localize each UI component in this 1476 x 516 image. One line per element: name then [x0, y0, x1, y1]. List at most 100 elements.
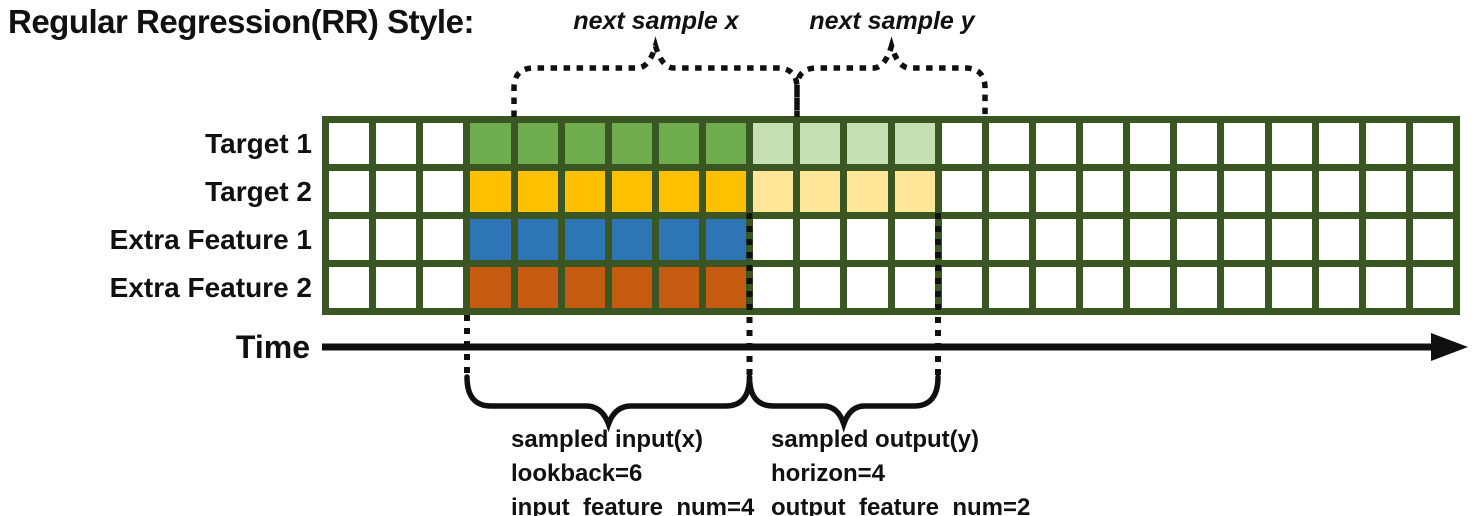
diagram-title: Regular Regression(RR) Style: — [8, 3, 474, 40]
grid-cell — [1271, 123, 1312, 164]
input-feature-num-value: input_feature_num=4 — [511, 494, 755, 516]
grid-cell — [1035, 123, 1076, 164]
sampled-output-note: sampled output(y) horizon=4 output_featu… — [771, 423, 1030, 516]
row-label: Target 2 — [205, 175, 312, 207]
grid-cell — [1271, 267, 1312, 308]
row-label: Extra Feature 1 — [109, 224, 312, 255]
grid-cell — [753, 171, 794, 212]
grid-cell — [1224, 219, 1265, 260]
grid-cell — [1035, 267, 1076, 308]
grid-cell — [1412, 123, 1453, 164]
grid-cell — [1130, 171, 1171, 212]
grid-cell — [376, 123, 417, 164]
grid-cell — [517, 219, 558, 260]
grid-cell — [847, 123, 888, 164]
grid-cell — [1177, 171, 1218, 212]
lookback-value: lookback=6 — [511, 460, 643, 487]
sampled-output-brace — [746, 374, 941, 433]
grid-cell — [1035, 171, 1076, 212]
grid-cell — [1035, 219, 1076, 260]
grid-cell — [517, 267, 558, 308]
grid-cell — [1318, 267, 1359, 308]
grid-cell — [1083, 171, 1124, 212]
grid-cell — [1177, 267, 1218, 308]
next-sample-x-label: next sample x — [573, 7, 739, 35]
grid-cell — [376, 219, 417, 260]
grid-cell — [423, 267, 464, 308]
grid-cell — [1318, 123, 1359, 164]
grid-cell — [988, 123, 1029, 164]
grid-cell — [658, 267, 699, 308]
grid-cell — [376, 171, 417, 212]
grid-cell — [1271, 219, 1312, 260]
grid-cell — [1130, 123, 1171, 164]
grid-cell — [847, 171, 888, 212]
grid-cell — [847, 219, 888, 260]
grid-cell — [1365, 219, 1406, 260]
grid — [322, 116, 1460, 315]
grid-cell — [941, 267, 982, 308]
grid-cell — [941, 123, 982, 164]
grid-cell — [894, 171, 935, 212]
grid-cell — [517, 123, 558, 164]
grid-cell — [894, 267, 935, 308]
grid-cell — [941, 219, 982, 260]
grid-cell — [1224, 171, 1265, 212]
grid-cell — [1365, 123, 1406, 164]
grid-cell — [329, 171, 370, 212]
grid-cell — [753, 123, 794, 164]
grid-cell — [753, 267, 794, 308]
sampled-input-brace — [464, 374, 753, 433]
grid-cell — [1083, 267, 1124, 308]
grid-cell — [1224, 267, 1265, 308]
grid-cell — [706, 267, 747, 308]
grid-cell — [1318, 219, 1359, 260]
horizon-value: horizon=4 — [771, 460, 886, 487]
grid-cell — [753, 219, 794, 260]
grid-cell — [800, 123, 841, 164]
grid-cell — [988, 219, 1029, 260]
time-arrow-head — [1431, 333, 1468, 361]
grid-cell — [1177, 219, 1218, 260]
grid-cell — [706, 219, 747, 260]
grid-cell — [1318, 171, 1359, 212]
row-label: Target 1 — [205, 127, 312, 159]
grid-cell — [800, 171, 841, 212]
grid-cell — [1177, 123, 1218, 164]
grid-cell — [1412, 171, 1453, 212]
grid-cell — [611, 123, 652, 164]
grid-cell — [658, 171, 699, 212]
grid-cell — [1083, 219, 1124, 260]
grid-cell — [611, 171, 652, 212]
grid-cell — [658, 219, 699, 260]
grid-cell — [1224, 123, 1265, 164]
grid-cell — [470, 219, 511, 260]
next-sample-y-label: next sample y — [809, 7, 975, 35]
grid-cell — [1412, 219, 1453, 260]
grid-cell — [658, 123, 699, 164]
sampled-input-note: sampled input(x) lookback=6 input_featur… — [511, 423, 754, 516]
output-feature-num-value: output_feature_num=2 — [771, 494, 1031, 516]
next-sample-x-brace — [511, 36, 800, 117]
grid-cell — [988, 267, 1029, 308]
grid-cell — [1365, 171, 1406, 212]
grid-cell — [894, 123, 935, 164]
grid-cell — [329, 123, 370, 164]
sampled-output-title: sampled output(y) — [771, 426, 979, 453]
grid-cell — [611, 219, 652, 260]
grid-cell — [564, 267, 605, 308]
grid-cell — [329, 267, 370, 308]
grid-cell — [423, 123, 464, 164]
grid-cell — [470, 123, 511, 164]
grid-cell — [706, 171, 747, 212]
grid-cell — [1130, 219, 1171, 260]
grid-cell — [611, 267, 652, 308]
grid-cell — [1412, 267, 1453, 308]
row-label: Extra Feature 2 — [109, 272, 312, 304]
grid-cell — [988, 171, 1029, 212]
grid-cell — [470, 171, 511, 212]
grid-cell — [564, 171, 605, 212]
grid-cell — [517, 171, 558, 212]
grid-cell — [376, 267, 417, 308]
